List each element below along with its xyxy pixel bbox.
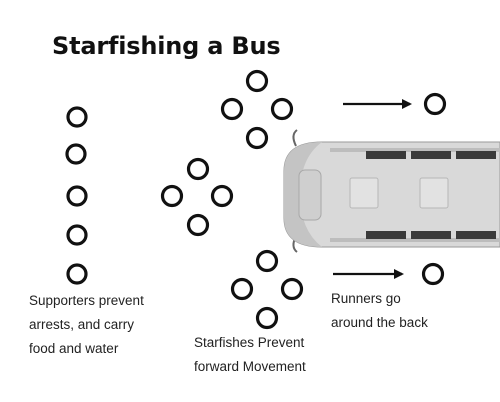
supporter-ring-icon (65, 143, 87, 165)
starfish-ring-icon (220, 97, 244, 121)
supporter-ring-icon (66, 185, 88, 207)
starfish-ring-icon (255, 249, 279, 273)
supporter-ring-icon (66, 263, 88, 285)
supporter-ring-icon (66, 224, 88, 246)
starfish-ring-icon (186, 213, 210, 237)
starfish-ring-icon (270, 97, 294, 121)
starfishes-label: Starfishes Prevent forward Movement (194, 335, 306, 374)
bus-icon (283, 129, 500, 253)
supporters-group (65, 106, 88, 285)
starfish-top (220, 69, 294, 150)
starfish-ring-icon (280, 277, 304, 301)
diagram-title: Starfishing a Bus (52, 32, 281, 60)
supporter-ring-icon (66, 106, 88, 128)
supporters-label: Supporters prevent arrests, and carry fo… (29, 293, 144, 356)
runners-group (333, 92, 447, 286)
starfish-ring-icon (186, 157, 210, 181)
runner-ring-icon (421, 262, 445, 286)
starfish-ring-icon (255, 306, 279, 330)
starfish-ring-icon (245, 69, 269, 93)
starfish-middle (160, 157, 234, 237)
starfish-ring-icon (160, 184, 184, 208)
starfish-bottom (230, 249, 304, 330)
runner-ring-icon (423, 92, 447, 116)
starfish-ring-icon (210, 184, 234, 208)
starfish-ring-icon (230, 277, 254, 301)
starfish-ring-icon (245, 126, 269, 150)
runners-label: Runners go around the back (331, 291, 428, 330)
